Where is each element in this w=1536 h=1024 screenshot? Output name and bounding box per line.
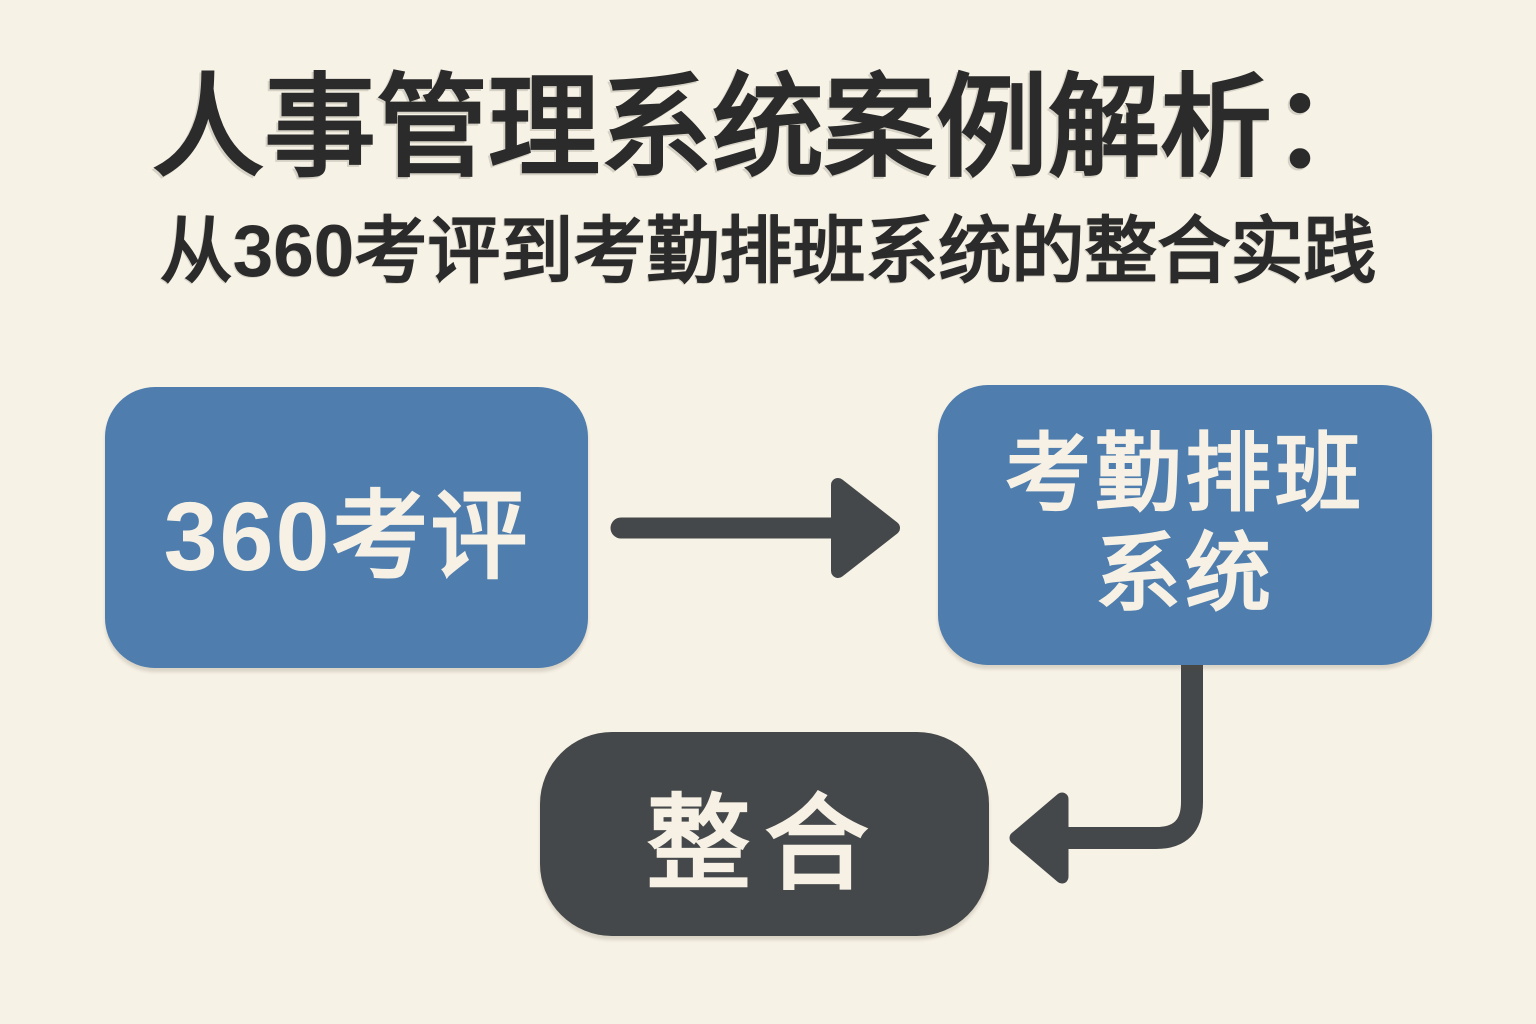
page-subtitle: 从360考评到考勤排班系统的整合实践	[159, 211, 1377, 292]
arrow-right-icon	[610, 478, 900, 578]
node-360-review-label: 360考评	[163, 482, 530, 591]
node-integration: 整合	[540, 732, 989, 936]
node-attendance-system-label-line2: 系统	[1095, 526, 1275, 622]
node-360-review: 360考评	[105, 387, 588, 668]
node-integration-label: 整合	[646, 786, 883, 903]
page-title: 人事管理系统案例解析：	[152, 65, 1384, 190]
arrow-elbow-down-left-icon	[1009, 647, 1203, 884]
node-attendance-system-label-line1: 考勤排班	[1005, 426, 1365, 523]
node-attendance-system: 考勤排班 系统	[938, 385, 1432, 665]
